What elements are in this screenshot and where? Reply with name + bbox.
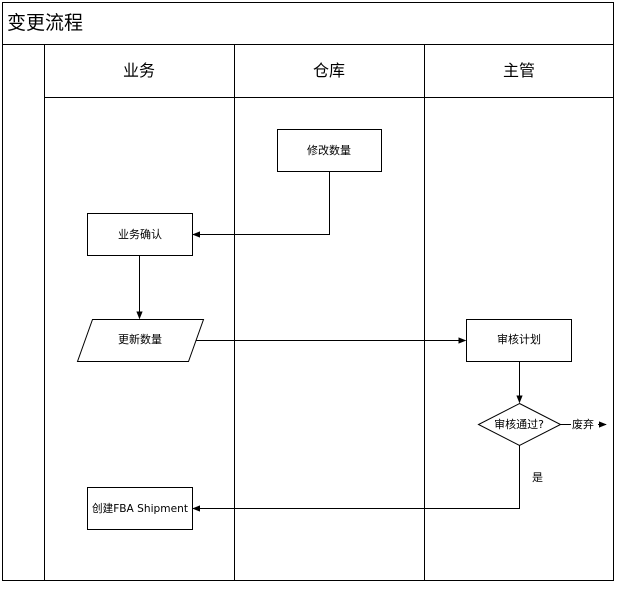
edge-modify-to-confirm bbox=[192, 171, 330, 238]
node-update-qty bbox=[76, 319, 205, 362]
node-review-passed-label: 审核通过? bbox=[494, 417, 544, 431]
outer-frame bbox=[2, 2, 614, 581]
node-modify-qty-label: 修改数量 bbox=[307, 143, 351, 157]
node-create-shipment bbox=[87, 487, 193, 530]
diagram-title: 变更流程 bbox=[7, 12, 83, 34]
lane-header-warehouse: 仓库 bbox=[313, 61, 345, 80]
node-update-qty-label: 更新数量 bbox=[118, 332, 162, 346]
node-review-plan-label: 审核计划 bbox=[497, 332, 541, 346]
node-business-confirm-label: 业务确认 bbox=[118, 228, 162, 241]
edge-label-discard: 废弃 bbox=[572, 417, 594, 431]
edge-label-yes: 是 bbox=[532, 471, 543, 484]
node-create-shipment-label: 创建FBA Shipment bbox=[92, 501, 189, 515]
lane-header-manager: 主管 bbox=[503, 61, 535, 80]
node-business-confirm bbox=[87, 213, 193, 256]
lane-header-business: 业务 bbox=[123, 61, 155, 80]
edge-decision-to-shipment bbox=[192, 445, 520, 512]
node-review-plan bbox=[466, 319, 572, 362]
